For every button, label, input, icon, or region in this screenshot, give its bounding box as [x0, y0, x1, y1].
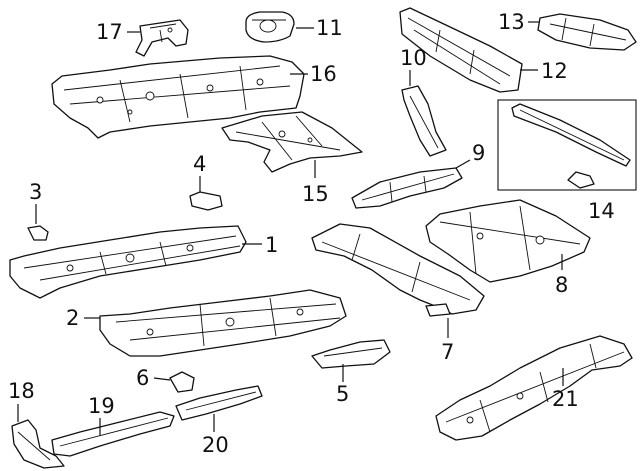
callout-17: 17: [96, 20, 123, 44]
callout-7: 7: [441, 340, 454, 364]
part-13-rail: [537, 13, 637, 51]
part-8-rear-floor: [425, 199, 591, 283]
callout-18: 18: [8, 379, 35, 403]
callout-20: 20: [202, 433, 229, 457]
callout-21: 21: [552, 387, 579, 411]
callout-11: 11: [316, 16, 343, 40]
part-2-lower-floor: [99, 289, 347, 357]
callout-13: 13: [498, 10, 525, 34]
callout-14: 14: [588, 199, 615, 223]
part-6-clip: [169, 371, 195, 393]
leader-lines: [17, 21, 564, 436]
part-4-small-plate: [189, 191, 223, 211]
part-12-side-member: [399, 7, 523, 93]
part-14-group-box: [497, 99, 637, 191]
callout-labels: 17 11 16 15 13 12 10 9 14 4 3 1 8 7 2 5 …: [8, 10, 615, 457]
callout-10: 10: [400, 46, 427, 70]
part-5-bracket: [311, 339, 391, 369]
part-1-front-floor: [9, 225, 247, 299]
callout-3: 3: [29, 180, 42, 204]
callout-16: 16: [310, 62, 337, 86]
callout-12: 12: [541, 59, 568, 83]
callout-4: 4: [193, 152, 206, 176]
part-16-upper-panel: [51, 55, 305, 139]
part-21-rear-frame: [435, 335, 633, 441]
part-17-bracket: [135, 19, 189, 57]
part-11-plug: [245, 11, 295, 43]
callout-5: 5: [336, 382, 349, 406]
part-15-crossmember: [221, 111, 363, 173]
part-10-bracket: [401, 85, 447, 157]
part-19-rocker: [51, 411, 175, 457]
part-3-clip: [27, 225, 49, 241]
callout-9: 9: [472, 141, 485, 165]
callout-8: 8: [555, 273, 568, 297]
callout-1: 1: [265, 233, 278, 257]
callout-6: 6: [136, 366, 149, 390]
callout-15: 15: [302, 182, 329, 206]
callout-19: 19: [88, 394, 115, 418]
part-9-brace: [351, 167, 463, 209]
callout-2: 2: [66, 306, 79, 330]
part-20-rail: [175, 385, 263, 421]
part-7-center-frame: [311, 223, 485, 317]
part-18-bracket: [11, 419, 65, 469]
